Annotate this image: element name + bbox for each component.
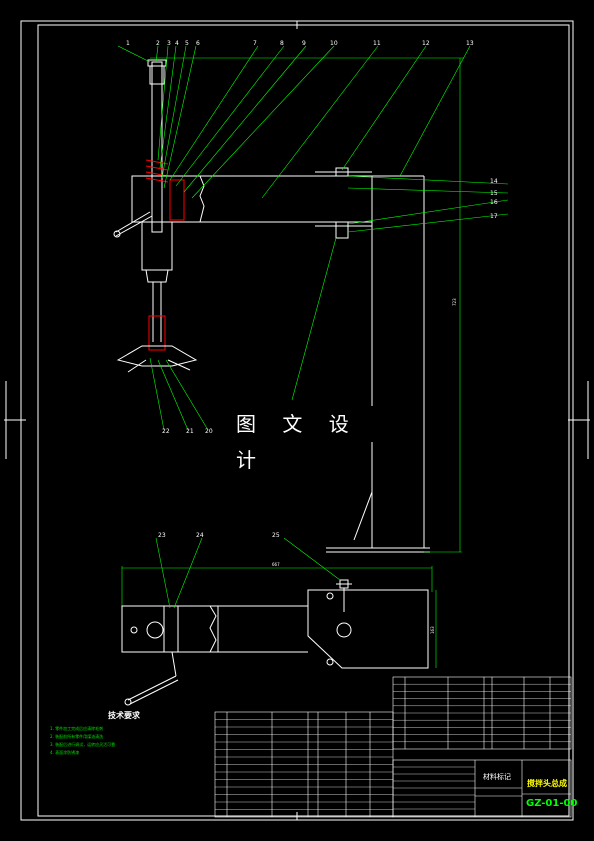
dim-side: 163 — [430, 626, 435, 634]
technical-requirement-item: 1. 零件加工完成后应清除毛刺 — [50, 726, 104, 731]
callout-8: 8 — [280, 40, 284, 47]
callout-25: 25 — [272, 532, 280, 539]
front-view — [113, 57, 464, 553]
technical-requirement-item: 2. 装配前所有零件用煤油清洗 — [50, 734, 104, 739]
callout-15: 15 — [490, 190, 498, 197]
callout-6: 6 — [196, 40, 200, 47]
callout-1: 1 — [126, 40, 130, 47]
drawing-name: 搅拌头总成 — [527, 779, 567, 788]
callout-5: 5 — [185, 40, 189, 47]
callout-3: 3 — [167, 40, 171, 47]
technical-requirement-item: 3. 装配后进行调试，运转应灵活可靠 — [50, 742, 116, 747]
callout-7: 7 — [253, 40, 257, 47]
callout-23: 23 — [158, 532, 166, 539]
technical-requirements-title: 技术要求 — [108, 711, 140, 720]
callout-4: 4 — [175, 40, 179, 47]
top-view — [121, 566, 437, 706]
callout-24: 24 — [196, 532, 204, 539]
watermark-text: 图 文 设 计 — [236, 406, 376, 472]
leader-lines-front — [117, 45, 509, 431]
table-rules — [215, 684, 571, 817]
callout-2: 2 — [156, 40, 160, 47]
callout-21: 21 — [186, 428, 194, 435]
callout-12: 12 — [422, 40, 430, 47]
callout-10: 10 — [330, 40, 338, 47]
parts-list-right — [392, 676, 572, 818]
callout-16: 16 — [490, 199, 498, 206]
callout-20: 20 — [205, 428, 213, 435]
callout-11: 11 — [373, 40, 381, 47]
material-mark-label: 材料标记 — [483, 773, 511, 781]
callout-9: 9 — [302, 40, 306, 47]
leader-lines-top — [155, 537, 341, 609]
dim-overall-width: 667 — [272, 562, 280, 567]
callout-14a: 14 — [490, 178, 498, 185]
callout-22: 22 — [162, 428, 170, 435]
part-callouts: 1 2 3 4 5 6 7 8 9 10 11 12 13 14 15 16 1… — [126, 40, 498, 539]
dim-height: 723 — [452, 298, 457, 306]
callout-13: 13 — [466, 40, 474, 47]
callout-17: 17 — [490, 213, 498, 220]
drawing-code: GZ-01-00 — [526, 798, 578, 809]
technical-requirement-item: 4. 表面涂防锈漆 — [50, 750, 80, 755]
